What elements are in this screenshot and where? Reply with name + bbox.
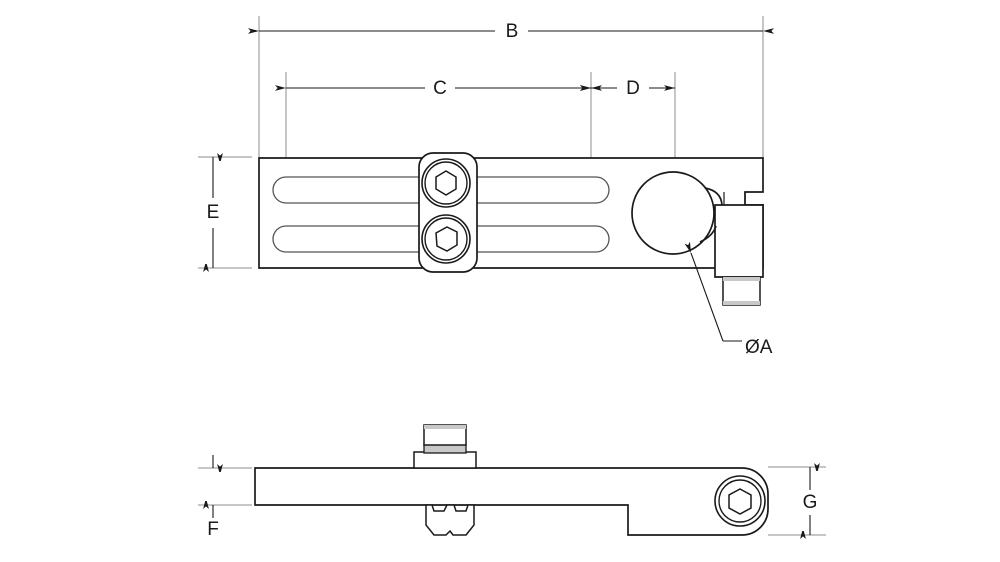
hex-nut-profile [425,504,475,536]
bore-neck-fillet [704,187,723,206]
dimension-label-f: F [207,519,219,540]
dimension-d: D [569,78,675,99]
side-view: F G [198,424,826,540]
clamp-screw-shade-bottom [723,301,760,305]
clamp-ear-outline [714,204,764,278]
dimension-label-b: B [506,21,519,42]
hex-screw-lower [421,214,471,264]
hex-screw-end-socket [728,488,752,515]
hex-screw-end [714,475,766,527]
dimension-e: E [207,157,220,268]
dimension-label-c: C [433,78,447,99]
hex-screw-lower-socket [435,226,458,252]
clamp-screw-shade-top [723,277,760,281]
clamp-screw-body [722,276,761,306]
top-view-extension-lines [198,16,764,269]
top-view: B C D E [198,16,774,358]
hex-screw-upper [421,158,471,208]
hex-screw-upper-socket [435,170,457,196]
side-bar-profile [254,467,769,536]
dimension-b: B [248,21,774,42]
bore-circle [631,171,715,255]
stud-assembly [413,424,477,469]
dimension-label-e: E [207,202,220,223]
dimension-f: F [207,455,219,540]
leader-line-a-slant [684,241,724,342]
stud-base-flange [413,451,477,469]
stud-cap-top-shade [424,425,466,429]
clamp-screw-head [722,276,761,306]
dimension-c: C [275,78,602,99]
dimension-label-a: ØA [745,337,773,358]
dimension-label-d: D [626,78,640,99]
bore-neck-fillet-lower [699,225,717,243]
dimension-g: G [803,467,818,535]
leader-diameter-a: ØA [684,241,773,358]
dimension-label-g: G [803,492,818,513]
